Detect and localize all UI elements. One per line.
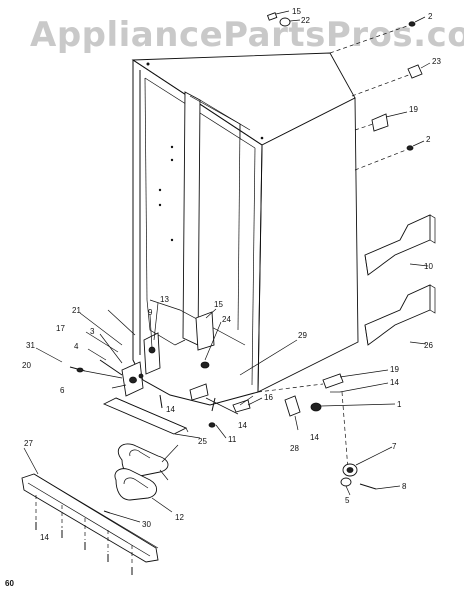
callout-14-mid: 14 <box>310 433 319 442</box>
callout-13: 13 <box>160 295 169 304</box>
callout-26: 26 <box>424 341 433 350</box>
callout-28: 28 <box>290 444 299 453</box>
hinge-bushing-parts <box>266 10 431 171</box>
callout-24: 24 <box>222 315 231 324</box>
callout-20: 20 <box>22 361 31 370</box>
callout-3: 3 <box>90 327 95 336</box>
callout-21: 21 <box>72 306 81 315</box>
callout-19-low: 19 <box>390 365 399 374</box>
callout-31: 31 <box>26 341 35 350</box>
callout-11: 11 <box>228 435 237 444</box>
drain-pan <box>103 443 179 523</box>
refrigerator-cabinet <box>131 52 359 406</box>
page-number: 60 <box>5 579 14 588</box>
callout-29: 29 <box>298 331 307 340</box>
callout-27: 27 <box>24 439 33 448</box>
callout-14-left: 14 <box>166 405 175 414</box>
callout-17: 17 <box>56 324 65 333</box>
callout-9: 9 <box>148 308 153 317</box>
callout-14-right: 14 <box>390 378 399 387</box>
callout-7: 7 <box>392 442 397 451</box>
callout-4: 4 <box>74 342 79 351</box>
toe-grille <box>21 447 159 575</box>
callout-8: 8 <box>402 482 407 491</box>
callout-19-top: 19 <box>409 105 418 114</box>
callout-6: 6 <box>60 386 65 395</box>
callout-30: 30 <box>142 520 151 529</box>
callout-15-inner: 15 <box>214 300 223 309</box>
callout-14-grille: 14 <box>40 533 49 542</box>
watermark-text: AppliancePartsPros.com <box>30 15 464 55</box>
callout-12: 12 <box>175 513 184 522</box>
callout-2-mid: 2 <box>426 135 431 144</box>
callout-18: 15 <box>292 7 301 16</box>
callout-10: 10 <box>424 262 433 271</box>
callout-16: 16 <box>264 393 273 402</box>
leveling-damper-parts <box>35 302 298 439</box>
callout-labels: 15 22 2 23 19 2 10 26 19 14 1 14 28 7 8 … <box>5 7 441 588</box>
callout-1: 1 <box>397 400 402 409</box>
callout-2-top: 2 <box>428 12 433 21</box>
callout-14-base: 14 <box>238 421 247 430</box>
callout-5: 5 <box>345 496 350 505</box>
side-trim-panels <box>364 214 436 346</box>
callout-23: 23 <box>432 57 441 66</box>
callout-22: 22 <box>301 16 310 25</box>
callout-25: 25 <box>198 437 207 446</box>
lower-hinge-parts <box>208 369 401 496</box>
